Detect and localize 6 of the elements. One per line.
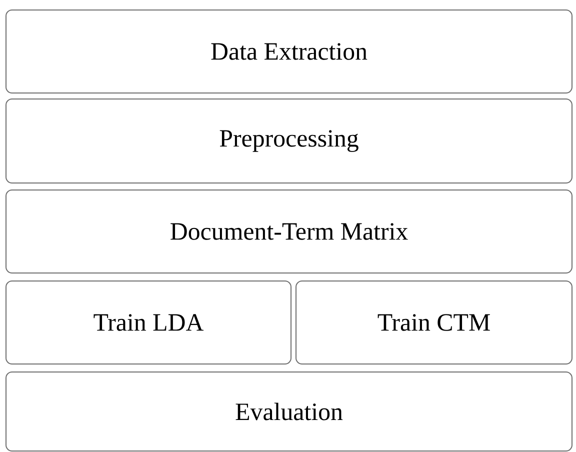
step-box: Train LDA <box>6 280 292 364</box>
step-box: Evaluation <box>6 372 572 452</box>
step-box: Preprocessing <box>6 98 572 184</box>
step-box: Train CTM <box>296 280 572 364</box>
step-box: Data Extraction <box>6 10 572 94</box>
step-box: Document-Term Matrix <box>6 190 572 274</box>
